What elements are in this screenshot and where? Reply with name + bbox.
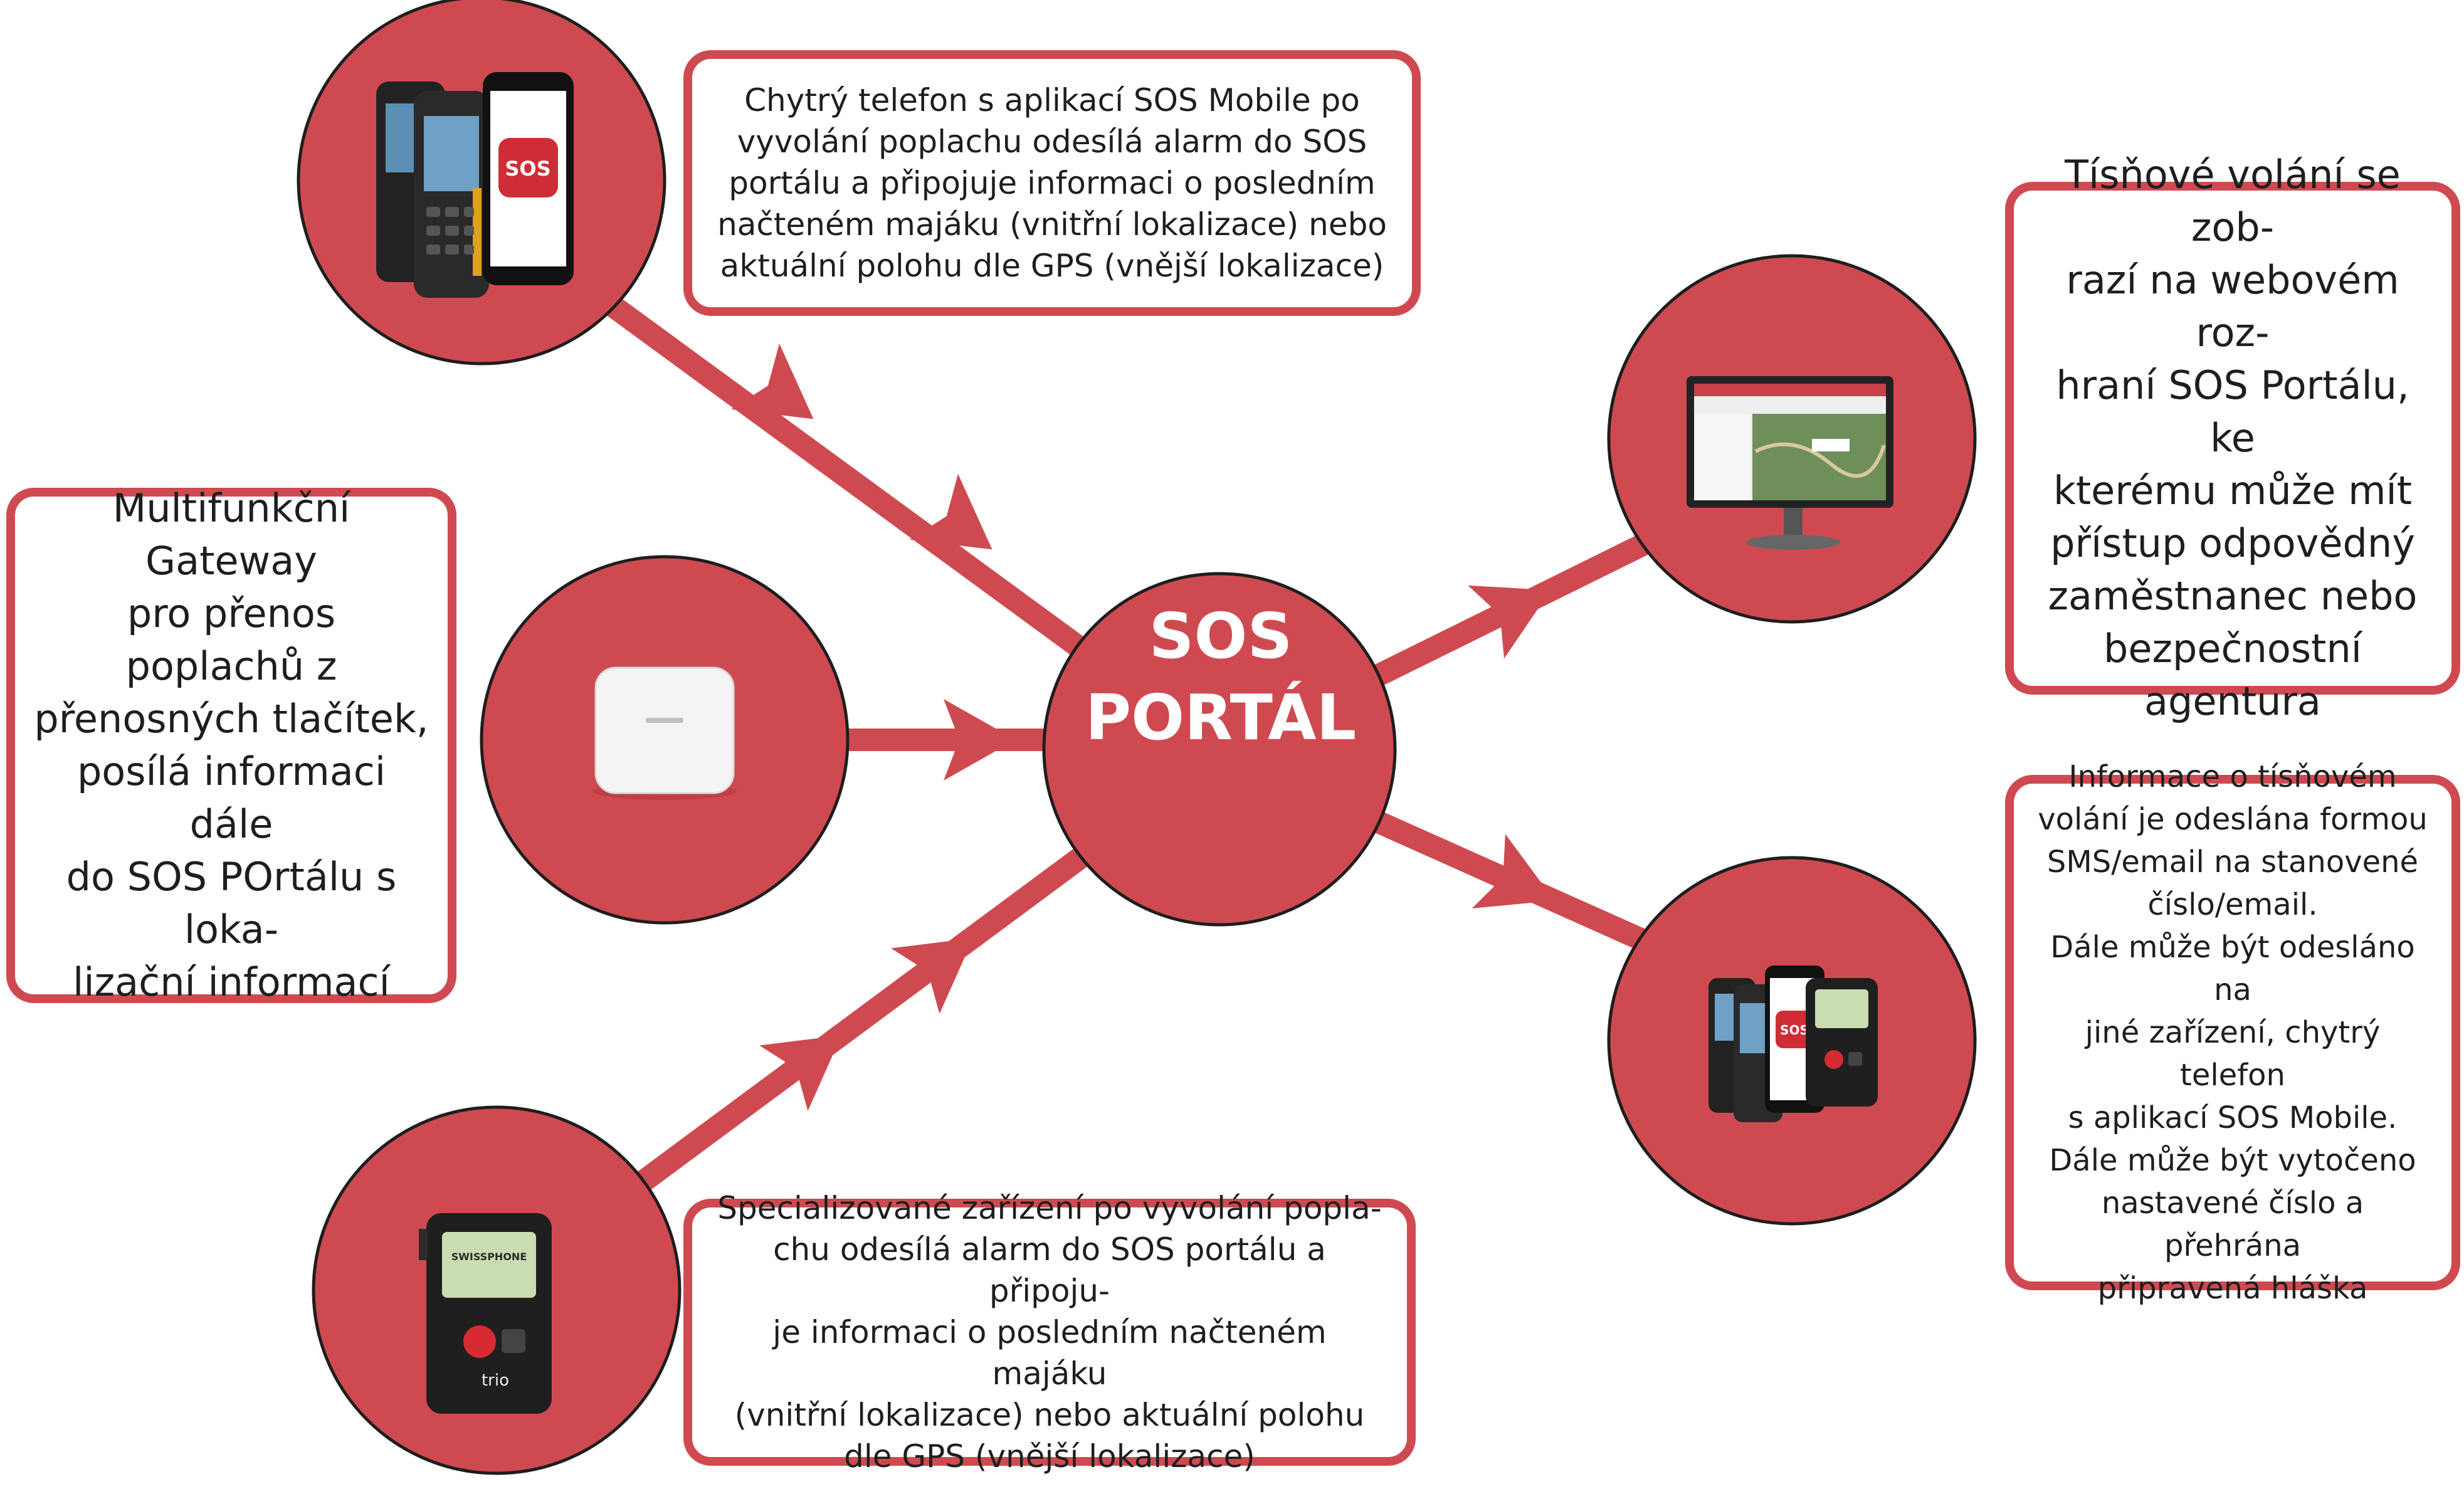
swissphone-trio-pager-icon: SWISSPHONE trio — [419, 1213, 552, 1414]
mobile-description-box: Chytrý telefon s aplikací SOS Mobile po … — [683, 50, 1421, 316]
sos-app-icon-small — [1776, 1011, 1813, 1048]
hub-circle — [1042, 572, 1397, 927]
phones-pager-icon: SOS — [1708, 965, 1878, 1122]
gateway-description-box: Multifunkční Gateway pro přenos poplachů… — [6, 485, 456, 1005]
pager-screen — [442, 1232, 536, 1298]
arrowheads — [731, 344, 1555, 1111]
arrow-mobile-2 — [910, 474, 992, 550]
smartphones-sos-app-icon: SOS — [376, 72, 574, 298]
sos-app-icon — [498, 138, 558, 197]
portal-description-box: Tísňové volání se zob- razí na webovém r… — [2005, 152, 2460, 724]
hub-title: SOS PORTÁL — [1048, 596, 1393, 759]
mobile-description-text: Chytrý telefon s aplikací SOS Mobile po … — [717, 82, 1387, 284]
rugged-phone-front-screen — [424, 116, 479, 191]
portal-description-text: Tísňové volání se zob- razí na webovém r… — [2048, 152, 2418, 724]
device-description-box: Specializované zařízení po vyvolání popl… — [683, 1190, 1416, 1475]
arrow-portal — [1468, 585, 1551, 659]
notify-description-text: Informace o tísňovém volání je odeslána … — [2038, 759, 2428, 1306]
monitor-base — [1746, 535, 1840, 550]
arrow-device-2 — [759, 1035, 842, 1111]
monitor-map-icon — [1687, 376, 1893, 550]
hub-title-line2: PORTÁL — [1085, 681, 1357, 754]
gateway-device-icon — [592, 666, 737, 800]
pager-brand-label: SWISSPHONE — [451, 1251, 527, 1263]
pager-sos-button — [463, 1325, 496, 1358]
gateway-logo — [646, 718, 683, 723]
arrow-gateway — [944, 699, 1016, 781]
device-description-text: Specializované zařízení po vyvolání popl… — [717, 1190, 1382, 1475]
arrow-device-1 — [891, 938, 974, 1014]
gateway-body — [594, 666, 735, 794]
notify-description-box: Informace o tísňovém volání je odeslána … — [2005, 759, 2460, 1306]
pager-model-label: trio — [482, 1371, 509, 1390]
rugged-phone-accent — [473, 188, 482, 276]
sos-app-label-small: SOS — [1780, 1023, 1809, 1038]
sos-app-label: SOS — [505, 157, 550, 181]
gateway-description-text: Multifunkční Gateway pro přenos poplachů… — [34, 485, 429, 1005]
arrow-notify — [1472, 834, 1555, 908]
hub-title-line1: SOS — [1149, 599, 1293, 673]
monitor-stand — [1784, 508, 1803, 539]
arrow-mobile-1 — [731, 344, 814, 419]
